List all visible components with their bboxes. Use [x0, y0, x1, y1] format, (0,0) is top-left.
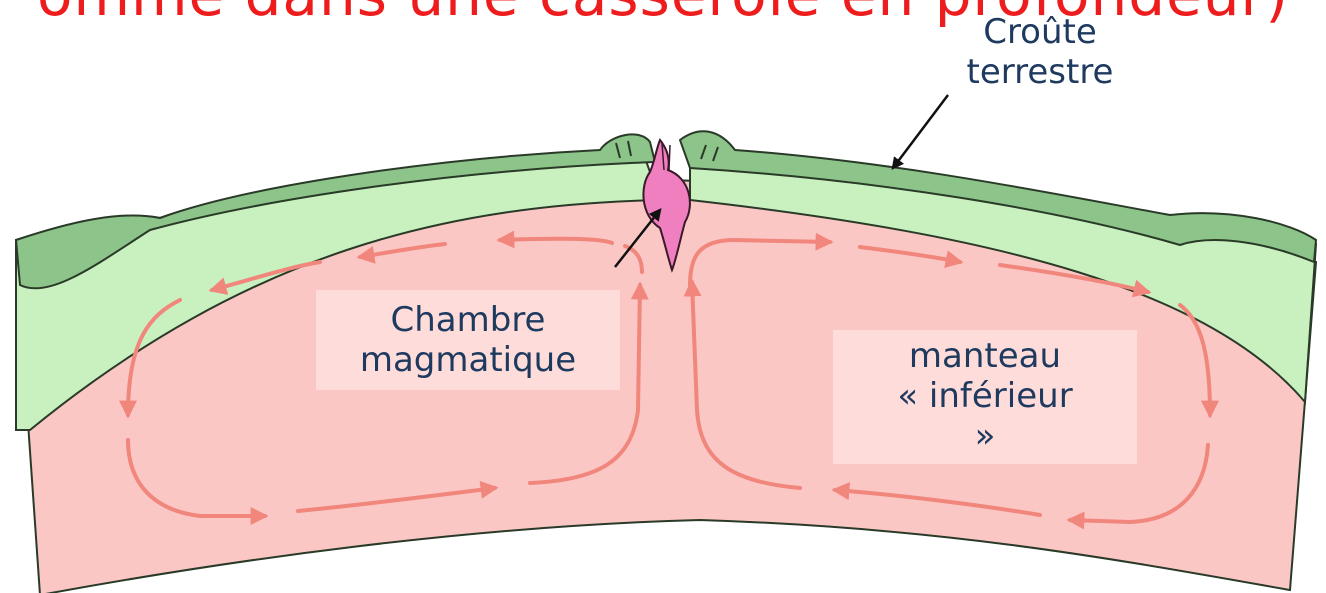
- label-chamber-line1: Chambre: [316, 300, 620, 340]
- label-crust: Croûte terrestre: [925, 12, 1155, 92]
- label-mantle-line1: manteau: [833, 336, 1137, 376]
- label-chamber-line2: magmatique: [316, 340, 620, 380]
- label-crust-line2: terrestre: [925, 52, 1155, 92]
- label-mantle-line2: « inférieur: [833, 376, 1137, 416]
- label-mantle-line3: »: [833, 416, 1137, 456]
- crust-pointer-arrow: [893, 95, 948, 168]
- label-magma-chamber: Chambre magmatique: [316, 290, 620, 390]
- label-lower-mantle: manteau « inférieur »: [833, 330, 1137, 464]
- label-crust-line1: Croûte: [925, 12, 1155, 52]
